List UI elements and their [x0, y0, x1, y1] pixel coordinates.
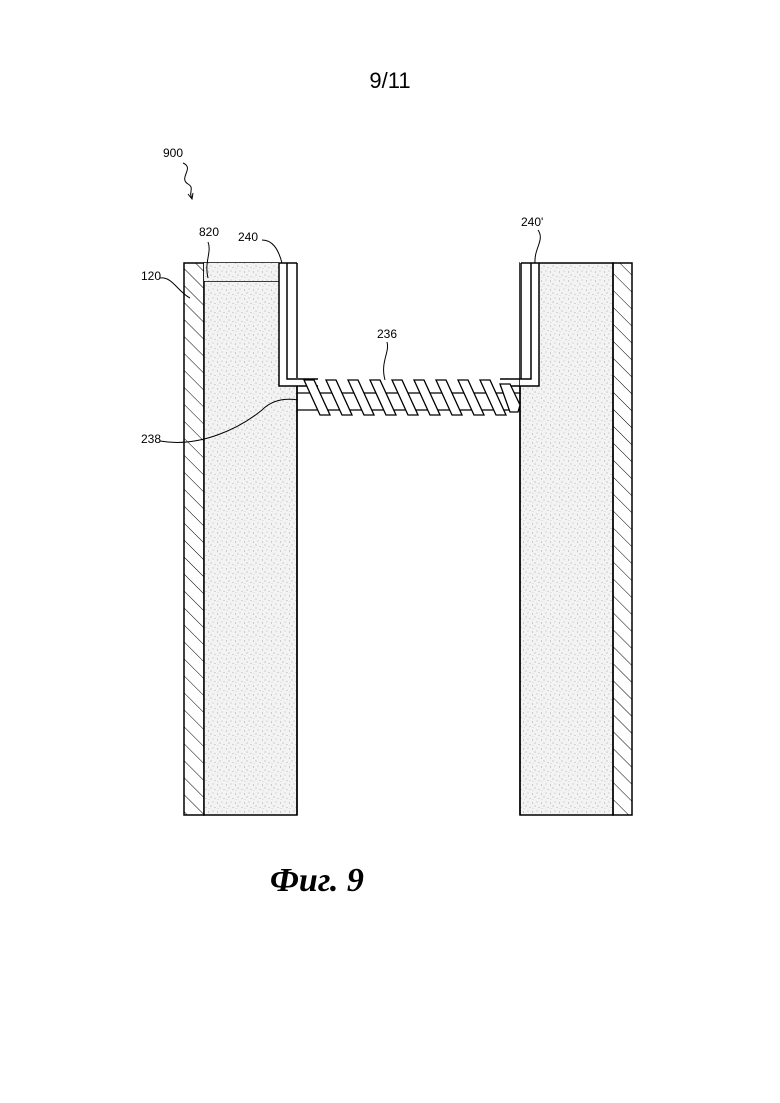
leader-236 — [384, 342, 388, 380]
leader-900 — [183, 163, 192, 198]
coil — [297, 380, 520, 415]
leader-240p — [535, 230, 540, 263]
right-notch — [520, 262, 539, 386]
left-outer-wall — [184, 263, 204, 815]
label-238: 238 — [141, 432, 161, 446]
label-240-prime: 240' — [521, 215, 543, 229]
figure-caption: Фиг. 9 — [270, 862, 364, 900]
label-240: 240 — [238, 230, 258, 244]
label-820: 820 — [199, 225, 219, 239]
cap-top — [204, 263, 279, 281]
label-236: 236 — [377, 327, 397, 341]
left-notch — [279, 262, 298, 386]
label-120: 120 — [141, 269, 161, 283]
label-900: 900 — [163, 146, 183, 160]
leader-240 — [262, 240, 282, 263]
right-outer-wall — [613, 263, 632, 815]
